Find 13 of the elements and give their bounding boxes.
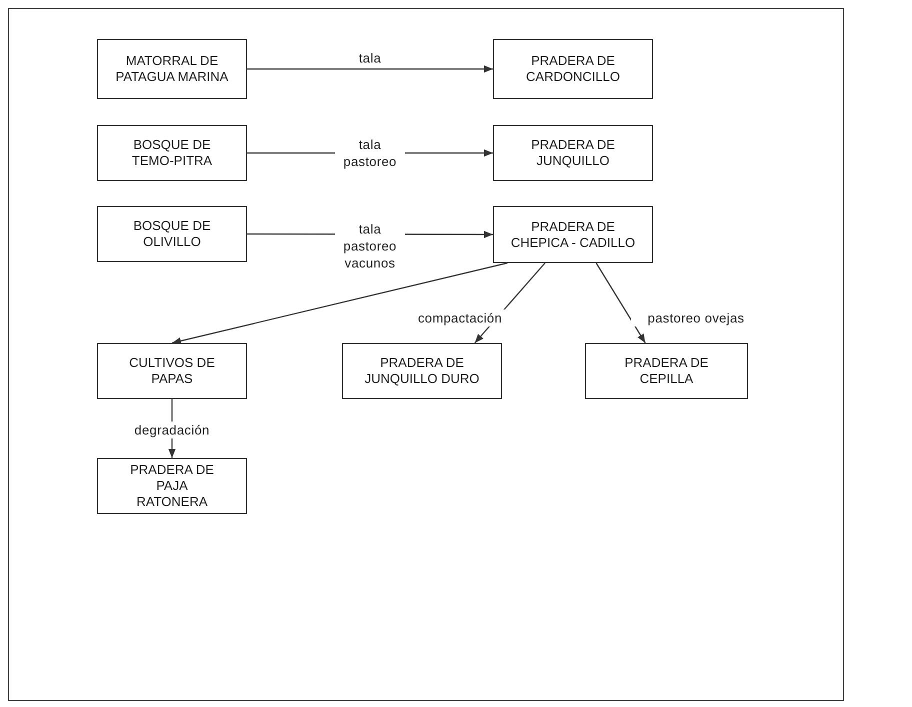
- state-box: BOSQUE DE TEMO-PITRA: [97, 125, 247, 181]
- arrow: [596, 262, 646, 344]
- state-box: PRADERA DE CEPILLA: [585, 343, 748, 399]
- state-box: PRADERA DE CARDONCILLO: [493, 39, 653, 99]
- state-box: PRADERA DE CHEPICA - CADILLO: [493, 206, 653, 263]
- state-box: PRADERA DE JUNQUILLO: [493, 125, 653, 181]
- state-box: BOSQUE DE OLIVILLO: [97, 206, 247, 262]
- state-box: PRADERA DE PAJA RATONERA: [97, 458, 247, 514]
- state-box: MATORRAL DE PATAGUA MARINA: [97, 39, 247, 99]
- state-box: CULTIVOS DE PAPAS: [97, 343, 247, 399]
- arrow: [247, 65, 493, 73]
- arrow: [172, 262, 508, 344]
- state-box: PRADERA DE JUNQUILLO DURO: [342, 343, 502, 399]
